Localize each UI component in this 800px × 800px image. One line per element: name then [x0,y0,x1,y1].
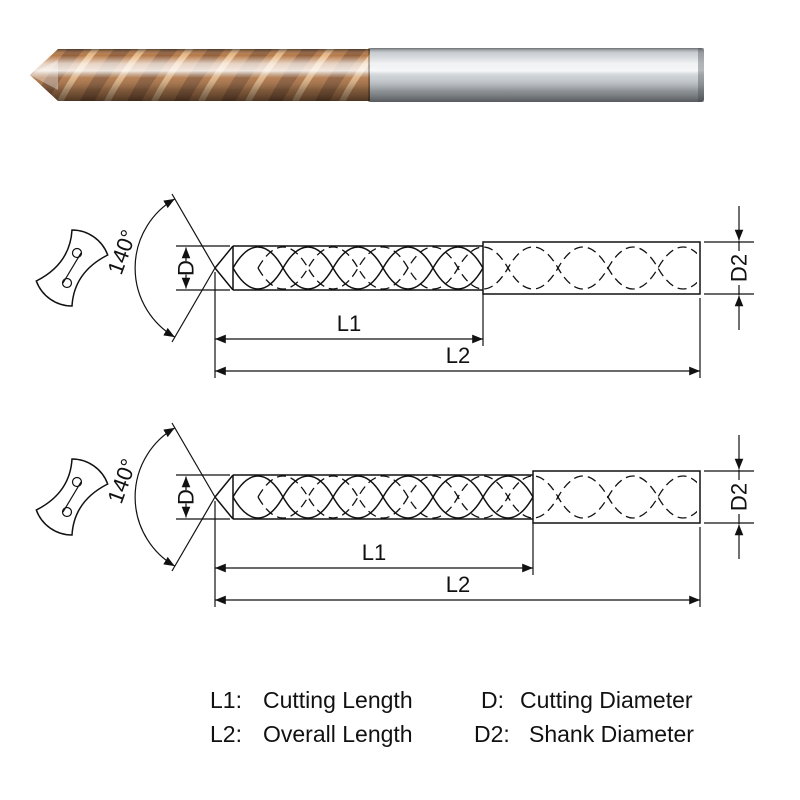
end-view-lower [35,458,109,536]
dimension-l1-lower: L1 [214,501,534,607]
dimension-d2-upper: D2 [704,206,754,330]
photo-shank [368,48,704,102]
photo-tip-highlight [30,60,58,90]
shank-diameter-label: D2 [727,483,752,511]
dimension-l2-upper: L2 [215,298,701,378]
legend-d-key: D: [481,687,504,713]
overall-length-label: L2 [446,343,470,368]
hidden-helix-lower [257,475,697,519]
legend-l2-key: L2: [210,721,242,747]
dimension-d2-lower: D2 [704,435,754,559]
cutting-diameter-label: D [174,489,199,505]
legend-d2-key: D2: [474,721,510,747]
hidden-helix-upper [257,246,697,290]
legend-l2-value: Overall Length [263,721,413,747]
shank-diameter-label: D2 [727,254,752,282]
photo-flute-shading [30,49,370,101]
overall-length-label: L2 [446,572,470,597]
dimension-l1-upper: L1 [214,272,484,378]
legend-d2-value: Shank Diameter [529,721,694,747]
legend: L1: Cutting Length D: Cutting Diameter L… [210,687,694,747]
cutting-length-label: L1 [362,540,386,565]
dimension-d-upper: D [174,245,230,291]
photo-shank-shading [368,48,704,102]
drill-outline-upper [214,241,701,295]
dimension-d-lower: D [174,474,230,520]
photo-flutes [30,48,370,102]
cutting-length-label: L1 [337,311,361,336]
dimension-l2-lower: L2 [215,527,701,607]
cutting-diameter-label: D [174,260,199,276]
drawing-lower: 140° D D2 L1 L2 [35,422,754,607]
legend-d-value: Cutting Diameter [520,687,693,713]
drawing-upper: 140° D D2 L1 L2 [35,193,754,378]
legend-l1-key: L1: [210,687,242,713]
legend-l1-value: Cutting Length [263,687,413,713]
drill-outline-lower [214,470,701,524]
photo-shank-end-chamfer [698,48,704,102]
product-photo [30,48,704,102]
end-view-upper [35,229,109,307]
